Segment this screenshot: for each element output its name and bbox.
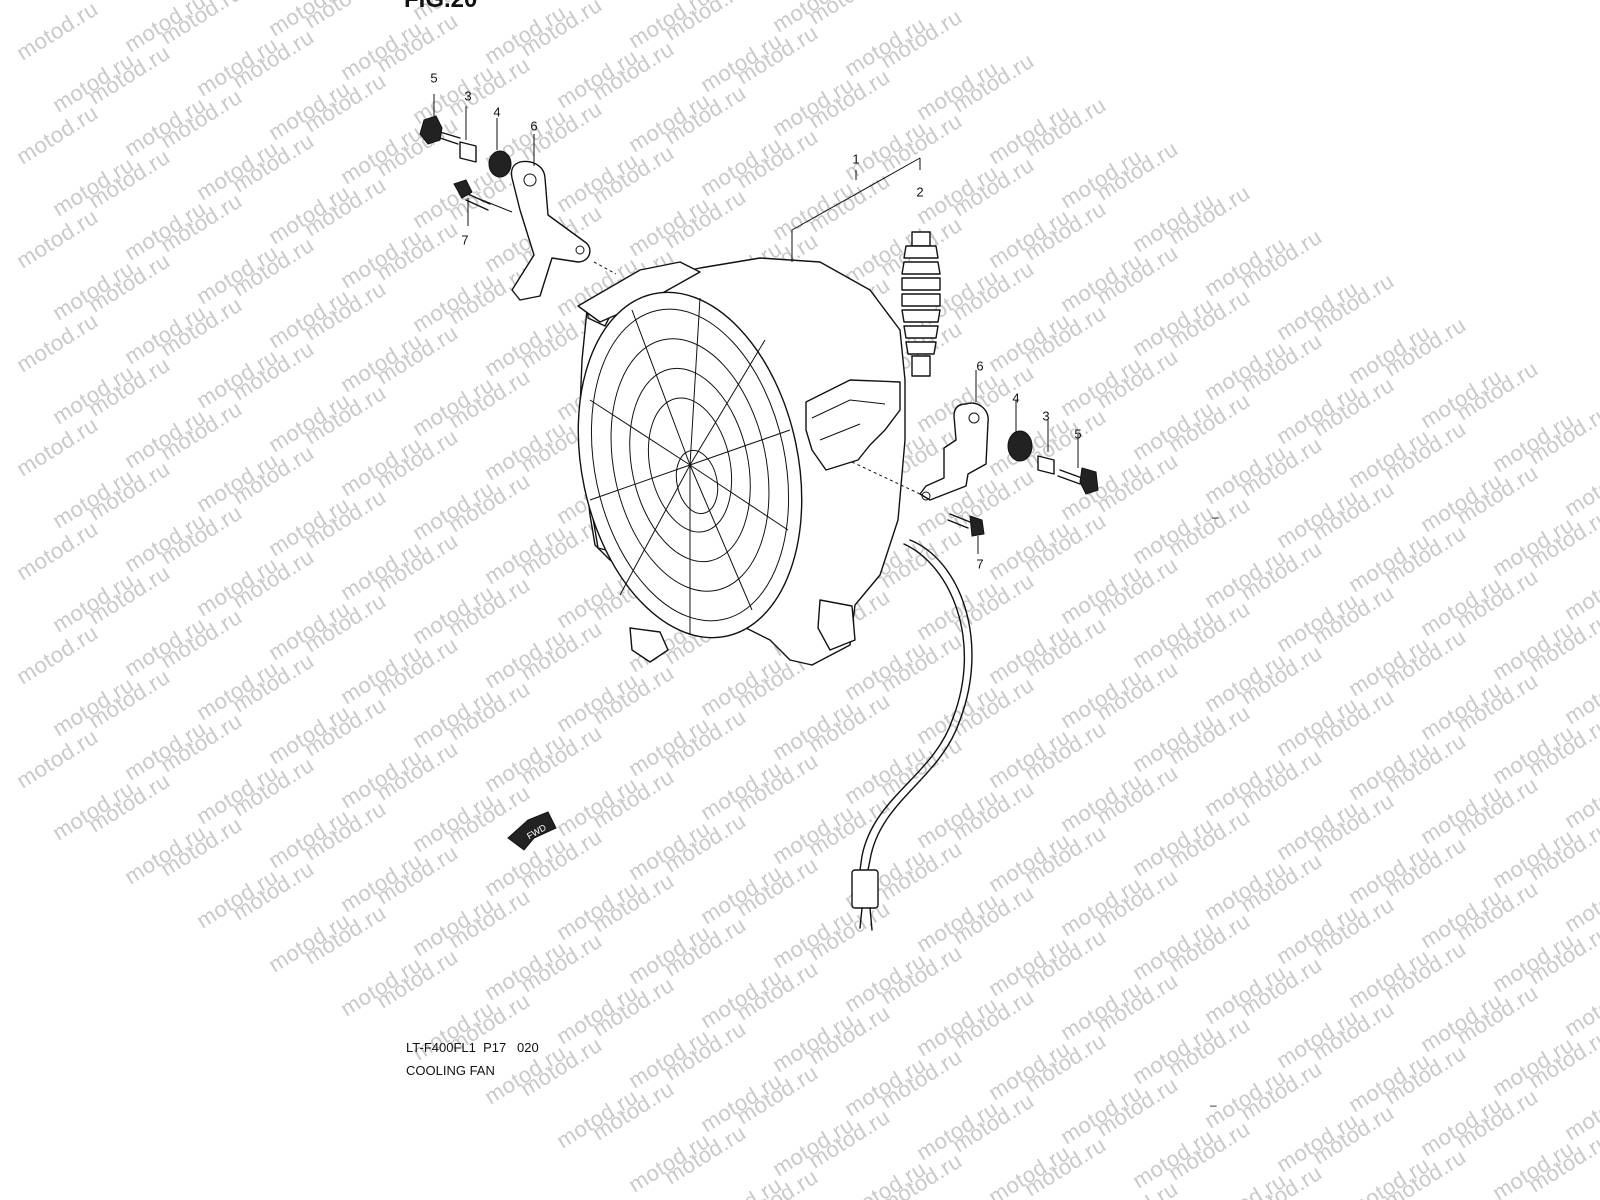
right-bracket-guide (851, 461, 921, 495)
right-screw (947, 513, 985, 554)
left-bolt (419, 115, 461, 145)
callout-right-collar: 3 (1042, 408, 1050, 424)
fan-wire-harness (851, 539, 973, 931)
callout-right-bolt: 5 (1074, 426, 1082, 442)
callout-right-cushion: 4 (1012, 390, 1020, 406)
left-bracket-guide (593, 261, 617, 275)
right-collar (1037, 455, 1055, 475)
left-collar (459, 141, 477, 163)
callout-fan-assembly: 1 (852, 151, 860, 167)
callout-left-collar: 3 (464, 88, 472, 104)
diagram-code: LT-F400FL1 P17 020 (406, 1040, 539, 1055)
callout-right-screw: 7 (976, 556, 984, 572)
left-screw (453, 179, 491, 226)
right-bracket (919, 402, 989, 501)
right-cushion (1007, 430, 1033, 462)
forward-arrow-icon: FWD (507, 811, 557, 851)
callout-left-bracket: 6 (530, 118, 538, 134)
left-bracket (510, 160, 591, 301)
stray-mark: – (1210, 1098, 1217, 1112)
callout-thermo-sensor: 2 (916, 184, 924, 200)
diagram-name: COOLING FAN (406, 1063, 495, 1078)
fan-shroud (577, 257, 906, 666)
callout-left-cushion: 4 (493, 104, 501, 120)
stray-mark: – (1212, 510, 1219, 524)
callout-left-screw: 7 (461, 232, 469, 248)
right-callout-leaders (975, 370, 1079, 468)
left-screw-leader (481, 199, 513, 213)
thermo-sensor (901, 231, 941, 377)
left-callout-leaders (433, 94, 535, 166)
callout-right-bracket: 6 (976, 358, 984, 374)
left-cushion (488, 150, 512, 178)
leader-fan-sensor (791, 157, 921, 262)
grille-spokes (589, 297, 791, 635)
figure-title: FIG.20 (404, 0, 477, 14)
callout-left-bolt: 5 (430, 70, 438, 86)
right-bolt (1057, 467, 1099, 495)
